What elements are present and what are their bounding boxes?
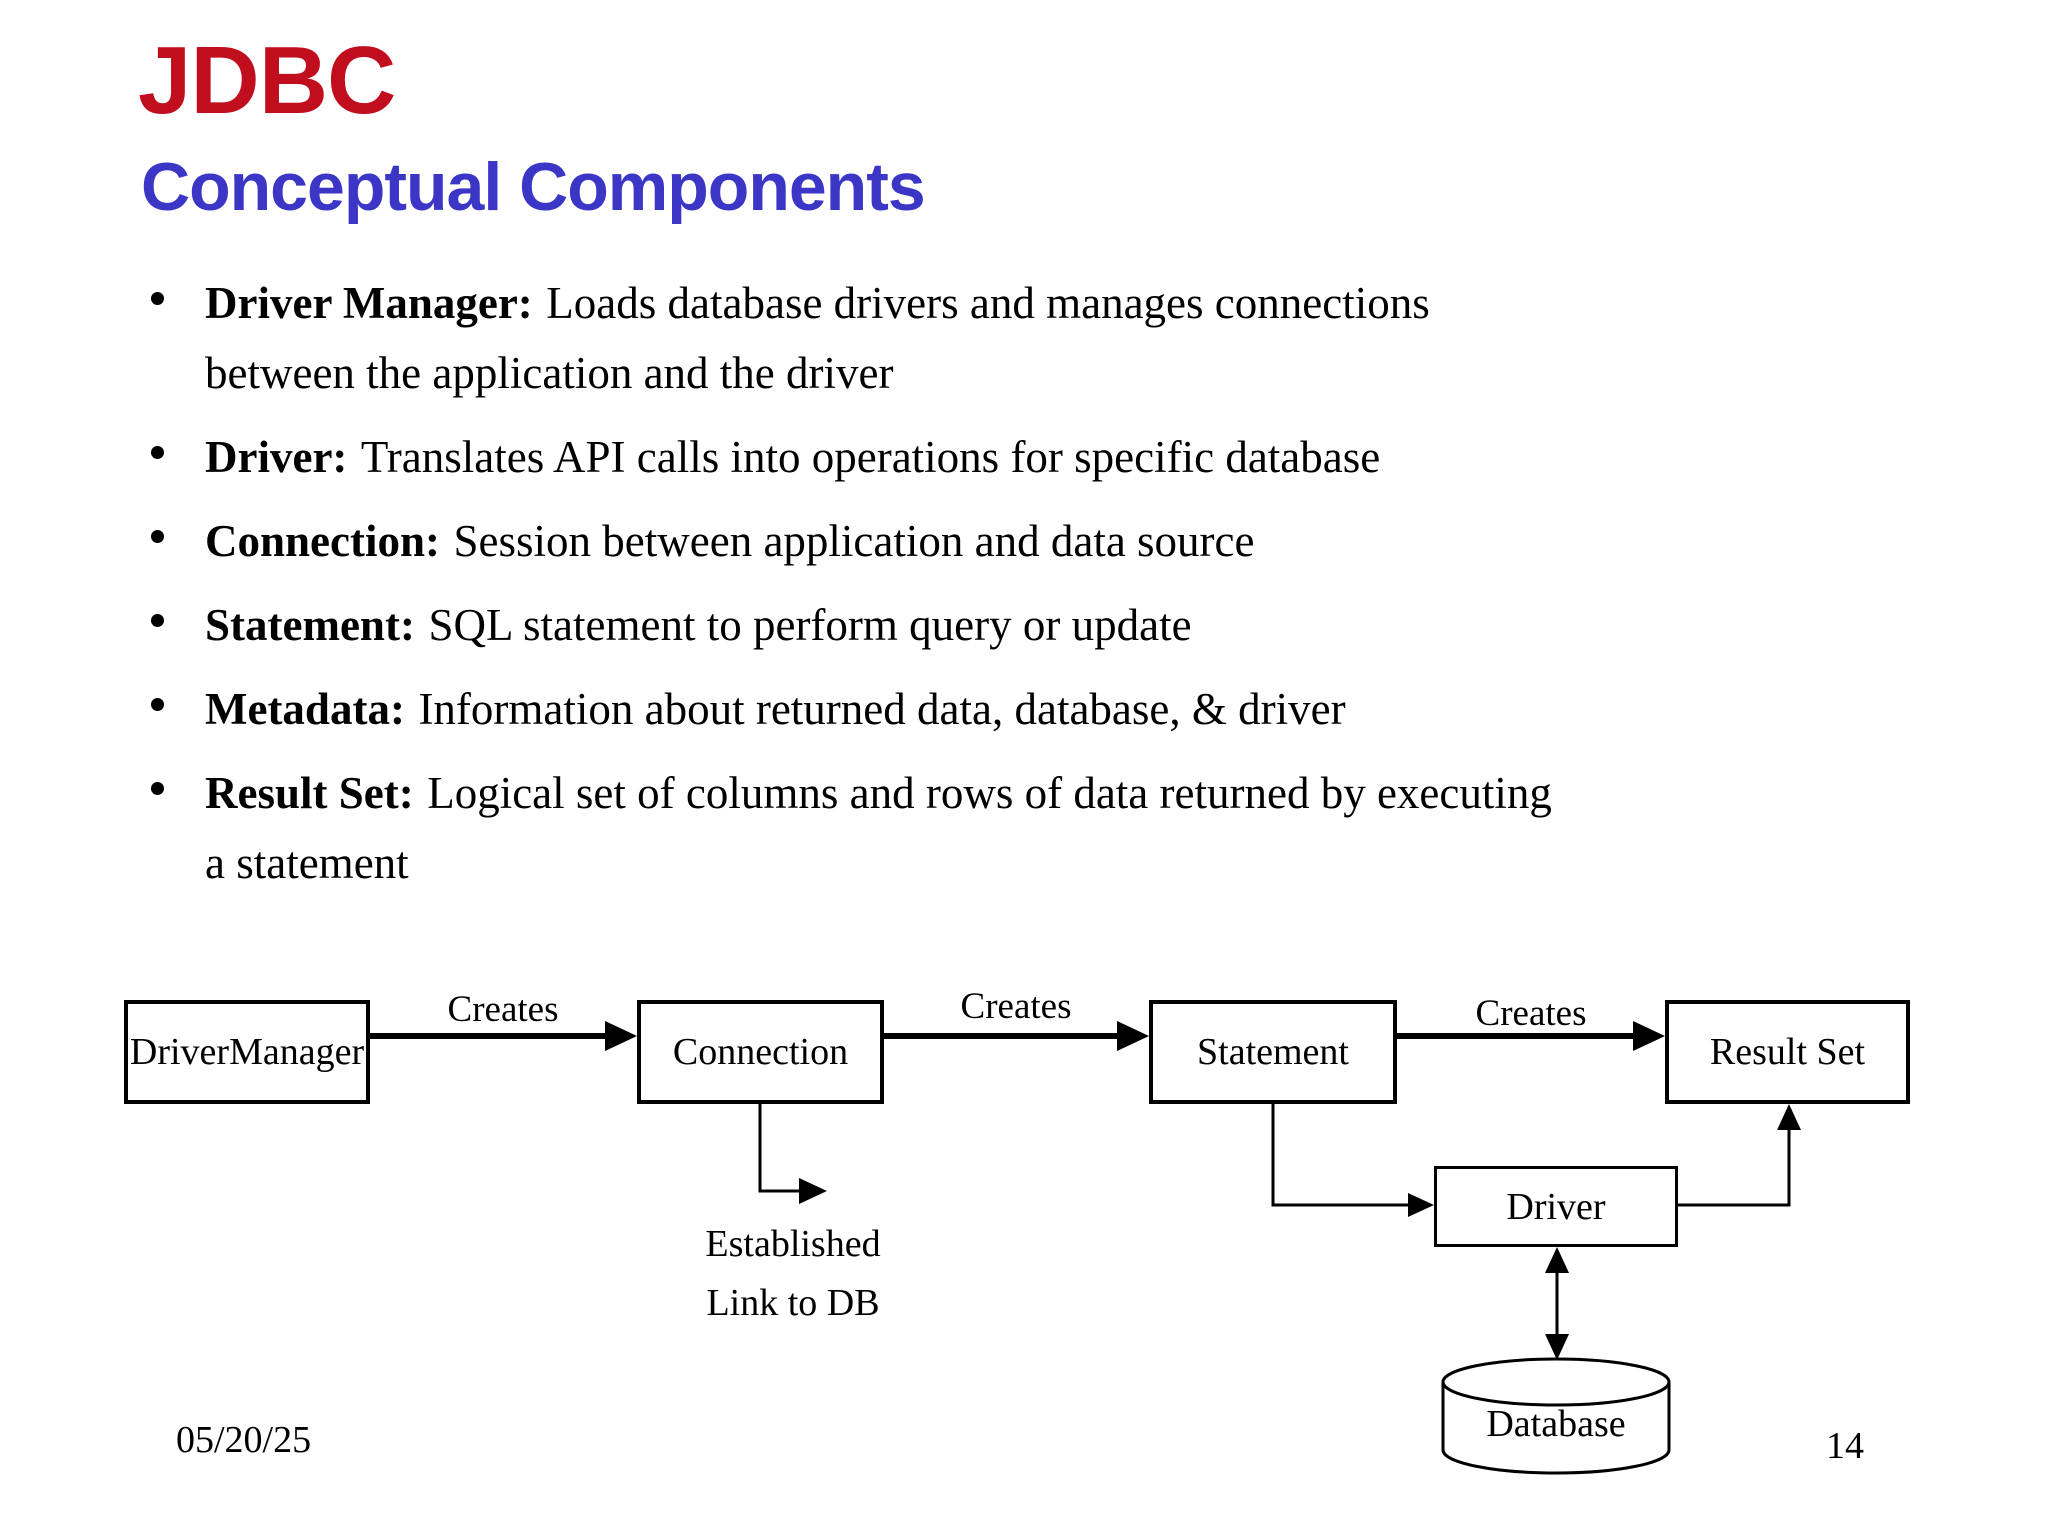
bullet-term: Result Set: (205, 768, 414, 818)
arrow-label-creates-3: Creates (1475, 993, 1587, 1034)
bullet-list: Driver Manager:Loads database drivers an… (145, 268, 1935, 912)
box-label: DriverManager (129, 1031, 365, 1073)
bullet-marker-icon (151, 698, 164, 711)
arrowhead-icon (1408, 1193, 1434, 1217)
connector-statement-driver (1271, 1104, 1410, 1207)
box-label: Result Set (1709, 1031, 1866, 1073)
bullet-item-result-set: Result Set:Logical set of columns and ro… (145, 758, 1935, 898)
bullet-item-driver-manager: Driver Manager:Loads database drivers an… (145, 268, 1935, 408)
arrowhead-icon (1777, 1104, 1801, 1130)
footer-date: 05/20/25 (176, 1419, 312, 1461)
bullet-term: Driver Manager: (205, 278, 533, 328)
database-label: Database (1486, 1403, 1626, 1445)
bullet-marker-icon (151, 292, 164, 305)
arrowhead-icon (1117, 1021, 1149, 1051)
bullet-marker-icon (151, 782, 164, 795)
bullet-marker-icon (151, 530, 164, 543)
bullet-term: Driver: (205, 432, 348, 482)
bullet-desc: SQL statement to perform query or update (428, 600, 1192, 650)
bullet-marker-icon (151, 614, 164, 627)
bullet-desc: Translates API calls into operations for… (360, 432, 1381, 482)
connector-connection-established (758, 1104, 799, 1193)
diagram-box-connection: Connection (637, 1000, 884, 1104)
arrowhead-icon (799, 1178, 827, 1204)
bullet-item-statement: Statement: SQL statement to perform query… (145, 590, 1935, 660)
box-label: Connection (672, 1031, 849, 1073)
bullet-term: Metadata: (205, 684, 405, 734)
arrowhead-icon (1545, 1247, 1569, 1273)
bullet-term: Statement: (205, 600, 415, 650)
box-label: Driver (1506, 1185, 1606, 1228)
bullet-desc: Information about returned data, databas… (418, 684, 1346, 734)
footer-page-number: 14 (1826, 1425, 1864, 1467)
established-link-note-line2: Link to DB (706, 1282, 880, 1324)
bullet-term: Connection: (205, 516, 440, 566)
established-link-note-line1: Established (705, 1223, 881, 1265)
arrow-label-creates-1: Creates (447, 989, 559, 1030)
database-cylinder-top (1441, 1357, 1671, 1407)
arrowhead-icon (1545, 1334, 1569, 1360)
arrowhead-icon (1633, 1021, 1665, 1051)
diagram-box-statement: Statement (1149, 1000, 1397, 1104)
slide-subtitle: Conceptual Components (141, 149, 926, 225)
diagram-box-drivermanager: DriverManager (124, 1000, 370, 1104)
connector-driver-resultset (1678, 1128, 1791, 1207)
bullet-desc: Logical set of columns and rows of data … (205, 768, 1552, 888)
diagram-box-resultset: Result Set (1665, 1000, 1910, 1104)
box-label: Statement (1197, 1031, 1349, 1073)
slide-title: JDBC (138, 27, 396, 134)
bullet-desc: Loads database drivers and manages conne… (205, 278, 1430, 398)
bullet-desc: Session between application and data sou… (453, 516, 1255, 566)
arrowhead-icon (605, 1021, 637, 1051)
diagram-box-driver: Driver (1434, 1166, 1678, 1247)
database-cylinder-body (1441, 1382, 1671, 1475)
bullet-marker-icon (151, 446, 164, 459)
arrow-label-creates-2: Creates (960, 986, 1072, 1027)
bullet-item-driver: Driver:Translates API calls into operati… (145, 422, 1935, 492)
bullet-item-connection: Connection: Session between application a… (145, 506, 1935, 576)
bullet-item-metadata: Metadata: Information about returned data… (145, 674, 1935, 744)
